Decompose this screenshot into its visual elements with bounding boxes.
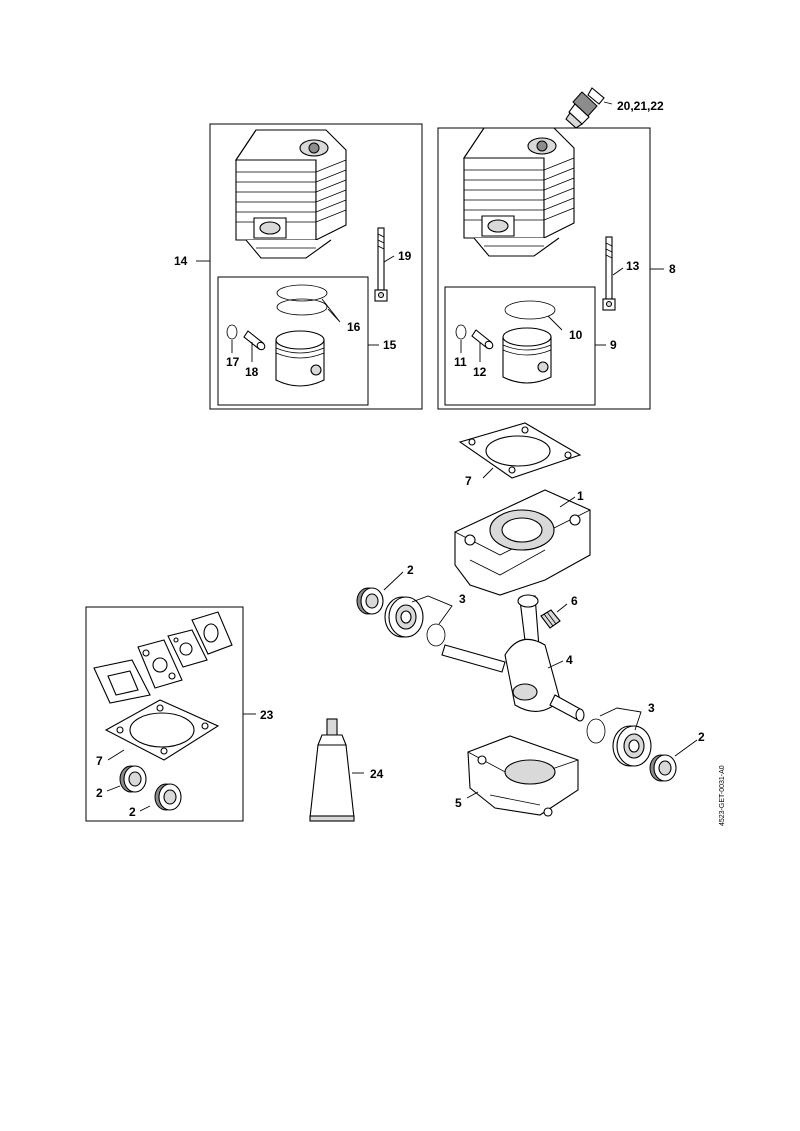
bearing-3-left-drawing (384, 596, 424, 638)
cylinder-8-drawing (463, 127, 575, 257)
crankcase-1-drawing (454, 489, 591, 596)
label-15: 15 (383, 338, 397, 352)
grease-tube-24-drawing (309, 718, 364, 822)
crankcase-5-drawing (467, 735, 579, 817)
cylinder-kit-14-group (196, 123, 423, 410)
label-2-right: 2 (698, 730, 705, 744)
label-11: 11 (454, 355, 467, 369)
gasket-set-23-group (85, 606, 256, 822)
shim-3-right-drawing (586, 718, 606, 744)
label-14: 14 (174, 254, 188, 268)
label-19: 19 (398, 249, 412, 263)
bolt-13-drawing (602, 236, 616, 311)
cylinder-gasket-7-drawing (458, 422, 582, 479)
gasket-c-drawing (137, 639, 183, 689)
gasket-a-drawing (191, 611, 233, 655)
label-9: 9 (610, 338, 617, 352)
pin-12-drawing (471, 329, 494, 350)
gasket-7-set-drawing (104, 699, 220, 761)
label-18: 18 (245, 365, 259, 379)
needle-cage-6-drawing (540, 609, 561, 629)
label-4: 4 (566, 653, 573, 667)
cylinder-14-drawing (235, 129, 347, 259)
circlip-11-drawing (455, 324, 467, 340)
label-17: 17 (226, 355, 240, 369)
label-2-set-a: 2 (96, 786, 103, 800)
ring-10-drawing (504, 300, 556, 320)
seal-2-set-a-drawing (119, 765, 147, 793)
shim-3-left-drawing (426, 623, 446, 647)
piston-9-drawing (502, 327, 552, 384)
piston-box-15 (217, 276, 369, 406)
gasket-b-drawing (167, 629, 208, 668)
label-5: 5 (455, 796, 462, 810)
label-24: 24 (370, 767, 384, 781)
label-6: 6 (571, 594, 578, 608)
crankshaft-4-drawing (441, 594, 585, 722)
spark-plug-drawing (565, 87, 605, 129)
label-2-set-b: 2 (129, 805, 136, 819)
label-7-set: 7 (96, 754, 103, 768)
gasket-d-drawing (93, 659, 151, 704)
piston-box-9 (444, 286, 596, 406)
label-20-21-22: 20,21,22 (617, 99, 664, 113)
circlip-17-drawing (226, 324, 238, 340)
label-10: 10 (569, 328, 583, 342)
cylinder-kit-8-group (437, 127, 664, 410)
pin-18-drawing (243, 330, 266, 351)
label-7-top: 7 (465, 474, 472, 488)
label-1: 1 (577, 489, 584, 503)
bolt-19-drawing (374, 227, 388, 302)
label-12: 12 (473, 365, 487, 379)
label-8: 8 (669, 262, 676, 276)
label-3-right: 3 (648, 701, 655, 715)
label-16: 16 (347, 320, 361, 334)
label-23: 23 (260, 708, 274, 722)
bearing-3-right-drawing (612, 725, 652, 767)
piston-15-drawing (275, 330, 325, 387)
callout-labels: 20,21,22 14 19 16 15 17 18 13 8 10 9 11 … (96, 99, 726, 826)
drawing-code: 4523-GET-0031-A0 (719, 765, 726, 826)
label-2-left: 2 (407, 563, 414, 577)
seal-2-right-drawing (649, 754, 677, 782)
label-3-left: 3 (459, 592, 466, 606)
label-13: 13 (626, 259, 640, 273)
seal-2-left-drawing (356, 587, 384, 615)
kit-box-14 (209, 123, 423, 410)
seal-2-set-b-drawing (154, 783, 182, 811)
